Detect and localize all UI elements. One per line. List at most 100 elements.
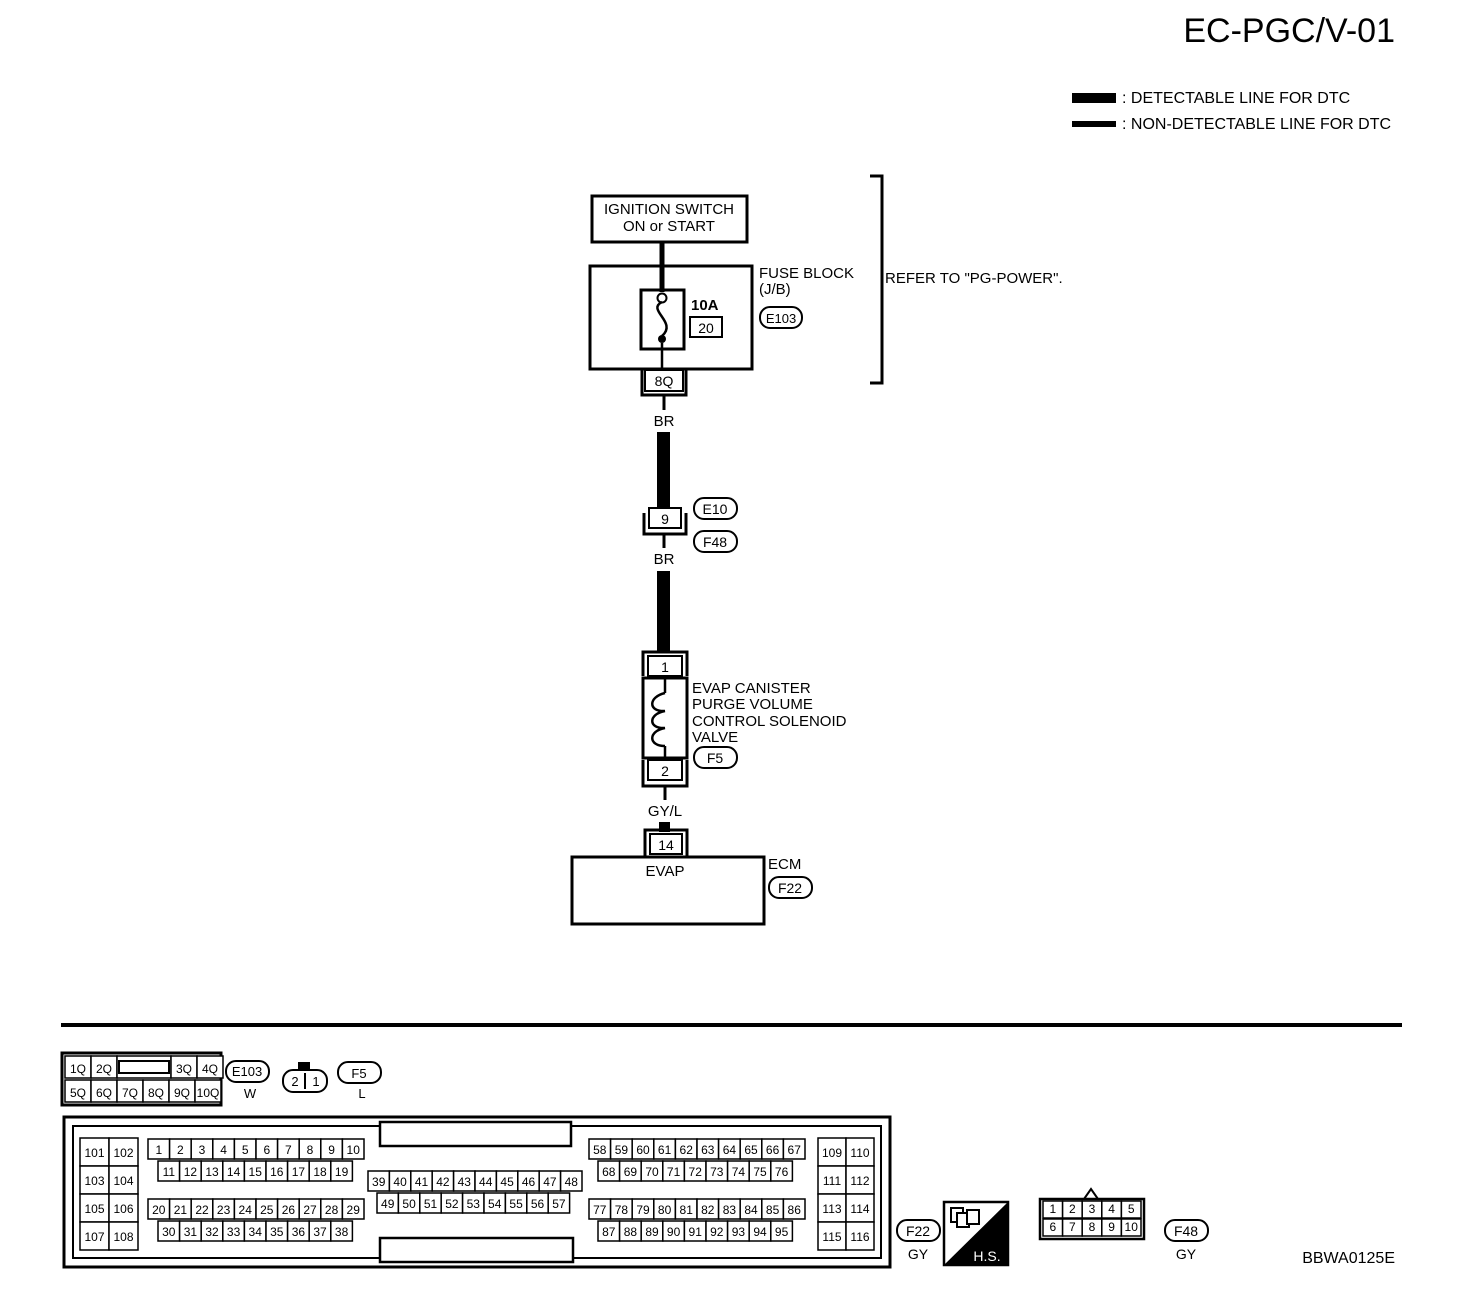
non-detectable-line-sample: [1072, 121, 1116, 127]
connector-view-badge-f22: [896, 1219, 941, 1242]
pin-label: 105: [84, 1202, 104, 1216]
pin-label: 107: [84, 1230, 104, 1244]
solenoid-bottom-terminal: 2: [661, 763, 669, 779]
pin-cell: [770, 1160, 794, 1182]
pin-label: 55: [509, 1197, 523, 1211]
f48-connector-face: [1038, 1197, 1146, 1241]
pin-label: 70: [645, 1165, 659, 1179]
pin-cell: [330, 1220, 354, 1242]
pin-cell: [845, 1137, 875, 1167]
pin-label: 4: [1108, 1202, 1115, 1216]
pin-label: 47: [543, 1175, 557, 1189]
pin-label: 8Q: [148, 1086, 164, 1100]
pin-label: 62: [680, 1143, 694, 1157]
pin-label: 76: [775, 1165, 789, 1179]
pin-label: 8: [1089, 1220, 1096, 1234]
pin-label: 82: [701, 1203, 715, 1217]
coil-icon: [651, 691, 666, 748]
pin-label: 30: [162, 1225, 176, 1239]
ignition-switch-box: [590, 194, 749, 244]
pin-label: 68: [602, 1165, 616, 1179]
pin-label: 87: [602, 1225, 616, 1239]
pin-label: 57: [552, 1197, 566, 1211]
connector-f22-label: F22: [778, 880, 802, 896]
pin-label: 44: [479, 1175, 493, 1189]
pin-cell: [1120, 1200, 1142, 1219]
fuse-number-box: [689, 316, 723, 338]
pin-label: 112: [850, 1174, 869, 1188]
wire-color-1: BR: [654, 413, 675, 430]
pin-cell: [547, 1192, 571, 1214]
section-divider: [61, 1023, 1402, 1027]
ecm-function: EVAP: [646, 863, 685, 880]
f48-latch: [1083, 1187, 1099, 1200]
refer-bracket: [870, 174, 884, 385]
pin-label: 50: [402, 1197, 416, 1211]
ecm-box: [570, 855, 766, 926]
pin-label: 45: [500, 1175, 514, 1189]
pin-label: 94: [753, 1225, 767, 1239]
pin-label: 28: [325, 1203, 339, 1217]
fuse-icon: [656, 300, 668, 337]
pin-label: 31: [184, 1225, 198, 1239]
pin-label: 93: [732, 1225, 746, 1239]
pin-label: 86: [788, 1203, 802, 1217]
pin-label: 5Q: [70, 1086, 86, 1100]
pin-label: 39: [372, 1175, 386, 1189]
pin-label: 67: [788, 1143, 802, 1157]
pin-label: 2Q: [96, 1062, 112, 1076]
connector-view-f48-color: GY: [1176, 1246, 1197, 1262]
ecm-label: ECM: [768, 856, 801, 873]
pin-label: 8: [307, 1143, 314, 1157]
pin-label: 56: [531, 1197, 545, 1211]
connector-badge-f22: [768, 876, 813, 899]
pin-label: 25: [260, 1203, 274, 1217]
fuse-block-label-2: (J/B): [759, 281, 791, 298]
pin-label: 14: [227, 1165, 241, 1179]
pin-label: 84: [744, 1203, 758, 1217]
wire-color-2: BR: [654, 551, 675, 568]
pin-label: 95: [775, 1225, 789, 1239]
connector-badge-e103: [759, 306, 803, 329]
pin-label: 1: [1049, 1202, 1056, 1216]
pin-label: 81: [680, 1203, 694, 1217]
pin-cell: [817, 1221, 847, 1251]
pin-label: 46: [522, 1175, 536, 1189]
pin-label: 4: [220, 1143, 227, 1157]
pin-label: 102: [113, 1146, 133, 1160]
pin-cell: [108, 1193, 139, 1223]
f5-pin: 2: [291, 1074, 298, 1089]
ecm-terminal: 14: [658, 837, 674, 853]
pin-label: 6Q: [96, 1086, 112, 1100]
wire-br-1: [657, 432, 670, 508]
solenoid-label-1: EVAP CANISTER: [692, 680, 811, 697]
pin-label: 59: [615, 1143, 629, 1157]
pin-cell: [108, 1165, 139, 1195]
f22-bottom-key: [378, 1236, 575, 1264]
e103-connector-face: [60, 1051, 223, 1107]
pin-label: 10: [347, 1143, 361, 1157]
f22-connector-face-outer: [62, 1115, 892, 1269]
connector-badge-f48: [693, 530, 738, 553]
connector-view-e103-color: W: [244, 1086, 257, 1101]
detectable-line-sample: [1072, 93, 1116, 103]
solenoid-bottom-terminal-box: [647, 759, 683, 781]
pin-label: 78: [615, 1203, 629, 1217]
pin-label: 3Q: [176, 1062, 192, 1076]
pin-cell: [79, 1137, 110, 1167]
pin-label: 24: [239, 1203, 253, 1217]
pin-cell: [1120, 1218, 1142, 1237]
solenoid-top-bracket: [641, 650, 689, 676]
refer-note: REFER TO "PG-POWER".: [885, 270, 1063, 287]
connector-view-badge-f48: [1164, 1219, 1209, 1242]
pin-label: 5: [242, 1143, 249, 1157]
pin-cell: [79, 1193, 110, 1223]
pin-label: 33: [227, 1225, 241, 1239]
ignition-label-2: ON or START: [623, 218, 715, 235]
fuse-number: 20: [698, 320, 714, 336]
pin-label: 49: [381, 1197, 395, 1211]
connector-badge-e10: [693, 497, 738, 520]
pin-label: 6: [1049, 1220, 1056, 1234]
pin-label: 42: [436, 1175, 450, 1189]
connector-e10-label: E10: [703, 501, 728, 517]
